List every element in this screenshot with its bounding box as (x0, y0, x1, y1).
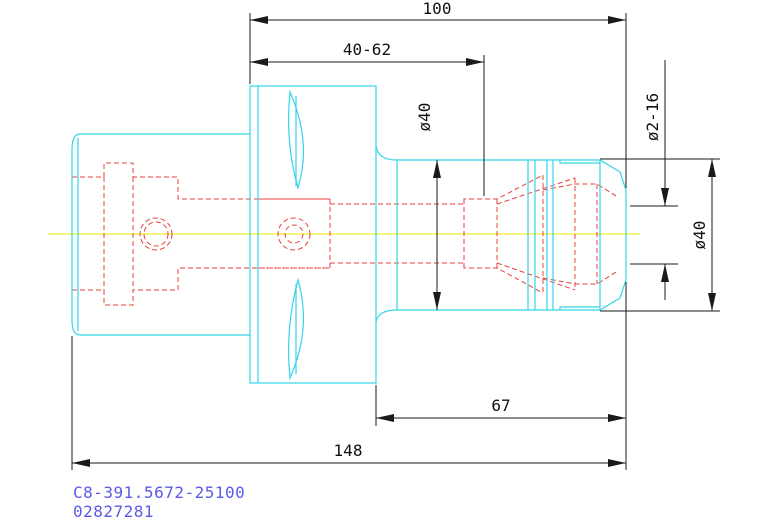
drive-slot-bottom (288, 277, 305, 381)
cross-hole-center (277, 217, 311, 251)
arrow-67-left (376, 414, 394, 422)
arrow-148-left (72, 459, 90, 467)
shank-bore-outline (72, 162, 330, 200)
neck-transition-upper (375, 145, 398, 161)
arrow-clamp-top (661, 188, 669, 206)
dim-label-dia40-collet: ø40 (690, 221, 709, 250)
cross-hole-center-inner (284, 224, 304, 244)
dim-label-40-62: 40-62 (343, 40, 391, 59)
arrow-clamp-bot (661, 264, 669, 282)
arrow-dia40-body-top (433, 160, 441, 178)
nut-chamfer-upper (559, 160, 600, 164)
arrow-67-right (608, 414, 626, 422)
shank-outline (71, 133, 250, 336)
dim-label-148: 148 (334, 441, 363, 460)
arrow-100-left (250, 16, 268, 24)
flange-bore-block (257, 198, 331, 269)
neck-transition-lower (375, 309, 398, 323)
dimension-lines (71, 13, 720, 470)
cross-hole-left-inner (143, 221, 169, 247)
dim-label-clamp-range: ø2-16 (643, 93, 662, 141)
dim-label-100: 100 (423, 0, 452, 18)
order-code-label: 02827281 (73, 502, 155, 521)
arrow-4062-right (466, 58, 484, 66)
hidden-internal-features (72, 162, 617, 306)
dim-label-67: 67 (491, 396, 510, 415)
arrow-4062-left (250, 58, 268, 66)
collet-nose-upper (542, 183, 617, 197)
nut-outline-upper (528, 159, 627, 191)
arrow-dia40-collet-top (708, 159, 716, 177)
nut-outline-lower (528, 279, 627, 311)
part-number-label: C8-391.5672-25100 (73, 483, 246, 502)
collet-taper-2 (496, 262, 576, 291)
arrow-100-right (608, 16, 626, 24)
nut-chamfer-lower (559, 306, 600, 310)
arrow-dia40-body-bot (433, 292, 441, 310)
flange-outline (249, 85, 377, 384)
collet-nose-lower (542, 271, 617, 285)
arrow-dia40-collet-bot (708, 293, 716, 311)
holder-body-outline (71, 85, 627, 384)
dimension-arrows (72, 16, 716, 467)
dim-label-dia40-body: ø40 (415, 103, 434, 132)
shank-bore-outline-lower (72, 267, 330, 306)
drive-slot-top (288, 89, 305, 191)
collet-taper-1 (496, 177, 576, 205)
arrow-148-right (608, 459, 626, 467)
cross-hole-left (139, 217, 173, 251)
